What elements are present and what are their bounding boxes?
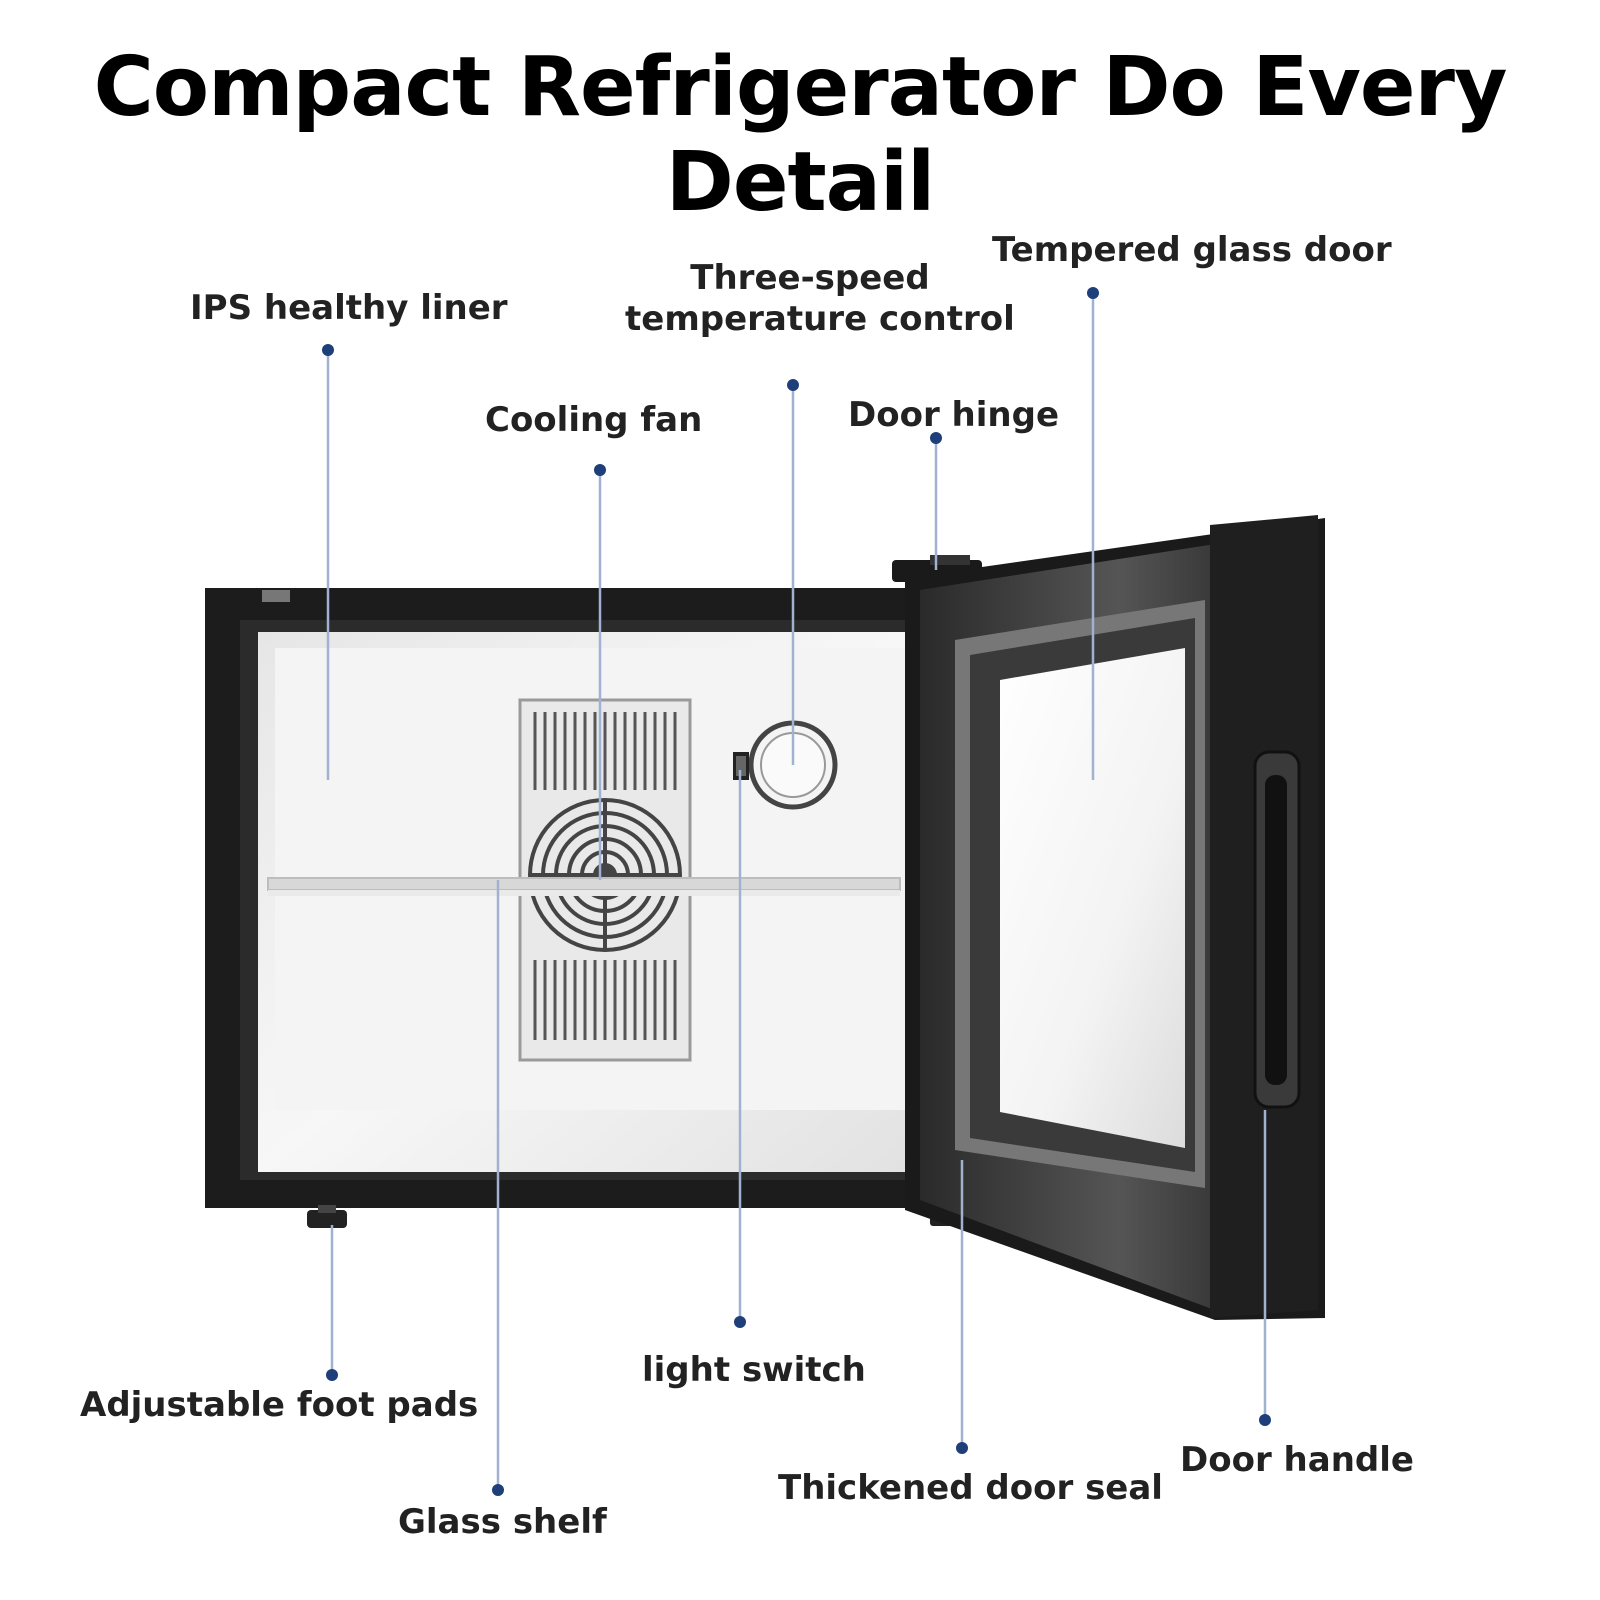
glass-shelf [267,877,901,896]
label-glass-door: Tempered glass door [992,230,1392,270]
label-door-handle: Door handle [1180,1440,1414,1480]
fan-icon [528,798,682,952]
door-handle[interactable] [1253,750,1301,1109]
page-title: Compact Refrigerator Do Every Detail [93,40,1508,230]
leader-dots [322,287,1271,1496]
label-cooling-fan: Cooling fan [485,400,703,440]
leader-lines [326,295,1267,1490]
light-switch[interactable] [733,752,749,780]
label-door-hinge: Door hinge [848,395,1060,435]
tempered-glass-door [905,515,1325,1320]
label-glass-shelf: Glass shelf [398,1502,607,1542]
label-foot-pads: Adjustable foot pads [80,1385,479,1425]
glass-pane [1000,648,1185,1148]
label-ips-liner: IPS healthy liner [190,288,508,328]
label-door-seal: Thickened door seal [778,1468,1163,1508]
label-temp-control-line2: temperature control [625,298,1015,339]
label-temp-control-line1: Three-speed [690,258,930,298]
label-light-switch: light switch [642,1350,866,1390]
foot-pads [307,1205,966,1228]
label-temp-control: Three-speed temperature control [625,258,1015,340]
